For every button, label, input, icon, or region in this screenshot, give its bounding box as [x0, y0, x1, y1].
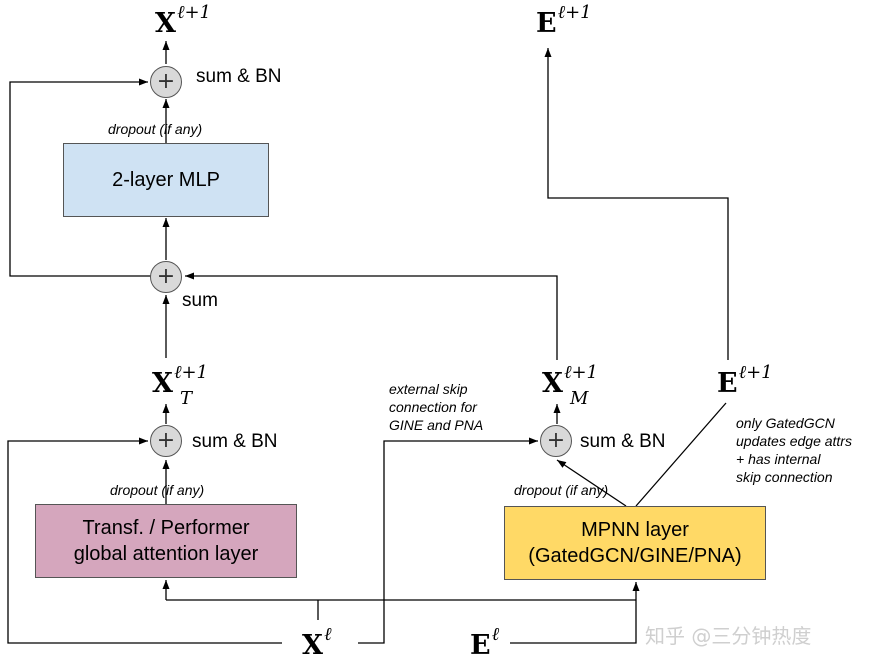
dropout-note-top: dropout (if any) [108, 121, 203, 137]
middle-sum-node: + [150, 261, 182, 293]
top-sum-label: sum & BN [196, 66, 282, 87]
transformer-label-line2: global attention layer [73, 543, 259, 565]
mpnn-box: MPNN layer (GatedGCN/GINE/PNA) [504, 506, 766, 580]
dropout-note-right: dropout (if any) [514, 482, 609, 498]
arrow-skip-to-left-sum [7, 437, 282, 644]
watermark: 知乎 @三分钟热度 [645, 624, 812, 648]
mpnn-label-line2: (GatedGCN/GINE/PNA) [528, 545, 742, 567]
mpnn-label-line1: MPNN layer [581, 519, 689, 541]
plus-icon: + [156, 428, 176, 453]
mlp-box: 2-layer MLP [63, 143, 269, 217]
mlp-label: 2-layer MLP [112, 169, 220, 191]
arrow-xm-to-mid-sum [185, 272, 558, 360]
e-in-label: Eℓ [470, 624, 500, 661]
arrow-external-skip [358, 437, 538, 644]
transformer-label-line1: Transf. / Performer [82, 517, 250, 539]
plus-icon: + [156, 69, 176, 94]
plus-icon: + [156, 264, 176, 289]
middle-sum-label: sum [182, 290, 218, 311]
dropout-note-left: dropout (if any) [110, 482, 205, 498]
arrow-mpnn-to-e-mid [635, 402, 727, 507]
external-skip-note: external skip connection for GINE and PN… [389, 381, 484, 433]
x-next-label: Xℓ+1 [155, 2, 211, 39]
x-in-label: Xℓ [302, 624, 332, 661]
transformer-box: Transf. / Performer global attention lay… [35, 504, 297, 578]
plus-icon: + [546, 428, 566, 453]
left-sum-label: sum & BN [192, 431, 278, 452]
e-mid-label: Eℓ+1 [717, 362, 773, 399]
arrow-skip-to-top-sum [9, 78, 166, 277]
arrow-mpnn-to-right-sum [556, 459, 627, 507]
top-sum-node: + [150, 66, 182, 98]
right-sum-label: sum & BN [580, 431, 666, 452]
right-sum-node: + [540, 425, 572, 457]
left-sum-node: + [150, 425, 182, 457]
arrow-e-mid-to-e-next [544, 48, 729, 360]
e-next-label: Eℓ+1 [536, 2, 592, 39]
gatedgcn-note: only GatedGCN updates edge attrs + has i… [736, 415, 852, 485]
arrow-e-to-mpnn [510, 582, 640, 644]
